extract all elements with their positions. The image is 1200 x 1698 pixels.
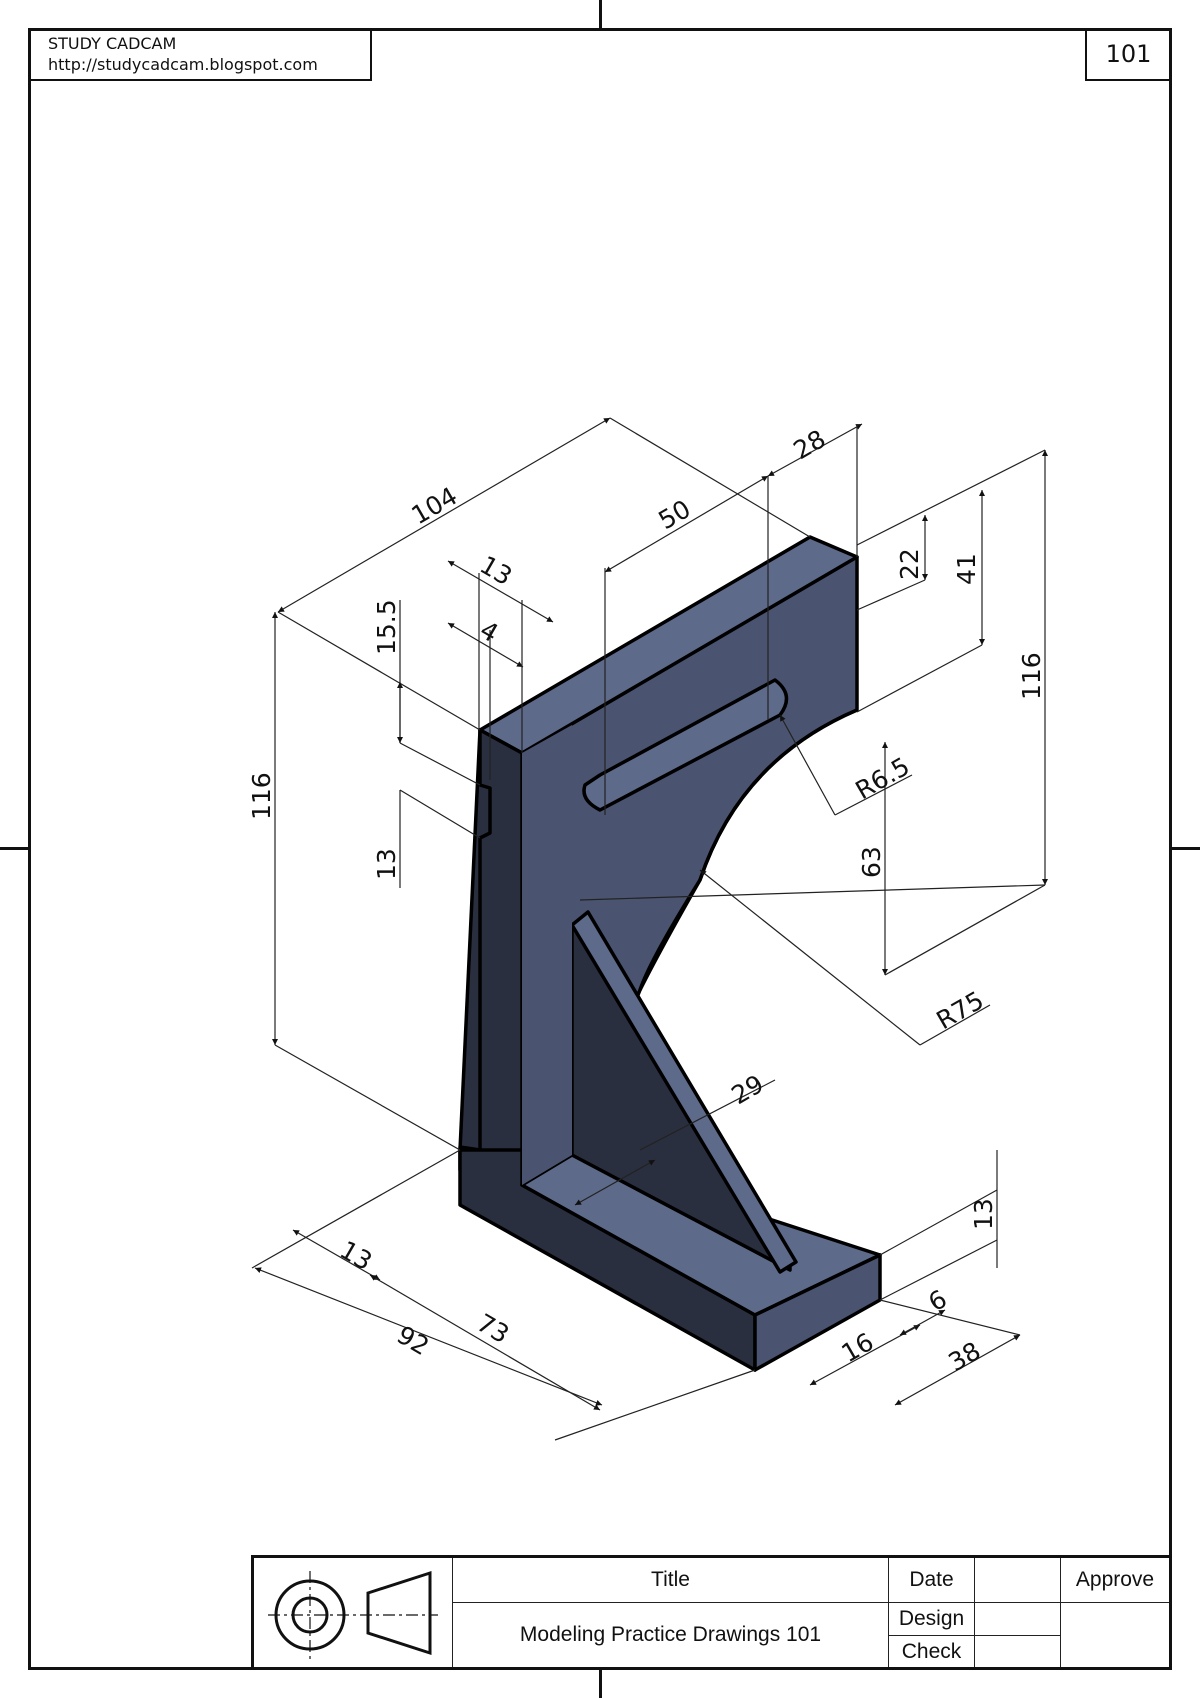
design-value-cell[interactable] — [975, 1603, 1061, 1636]
dim-22: 22 — [895, 548, 924, 580]
center-mark-bottom — [599, 1670, 602, 1698]
title-value-cell: Modeling Practice Drawings 101 — [453, 1603, 889, 1667]
dim-104: 104 — [407, 481, 463, 530]
dim-63: 63 — [857, 846, 886, 878]
dim-116-left: 116 — [247, 772, 276, 820]
arc-edge — [638, 708, 858, 991]
date-label-cell: Date — [889, 1558, 975, 1603]
title-label-cell: Title — [453, 1558, 889, 1603]
sheet-number-box: 101 — [1085, 28, 1172, 81]
dim-116-right: 116 — [1017, 652, 1046, 700]
brand-name: STUDY CADCAM — [48, 34, 177, 53]
projection-symbol-cell — [254, 1558, 453, 1667]
sheet-number: 101 — [1105, 40, 1152, 68]
title-block: Title Modeling Practice Drawings 101 Dat… — [251, 1555, 1172, 1670]
dim-41: 41 — [952, 553, 981, 585]
upright-inner-strip — [522, 725, 572, 1185]
check-value-cell[interactable] — [975, 1636, 1061, 1667]
dim-92: 92 — [392, 1320, 434, 1361]
slot — [582, 678, 789, 812]
dim-29: 29 — [727, 1069, 769, 1110]
title-label: Title — [651, 1568, 690, 1591]
dim-13-top: 13 — [475, 550, 517, 591]
approve-label: Approve — [1075, 1568, 1155, 1591]
dim-15-5: 15.5 — [372, 599, 401, 655]
design-label: Design — [898, 1607, 965, 1630]
dim-r75: R75 — [932, 985, 989, 1035]
dim-13-notch: 13 — [372, 848, 401, 880]
design-label-cell: Design — [889, 1603, 975, 1636]
rib-face — [570, 910, 798, 1274]
dim-13-base-step: 13 — [335, 1235, 377, 1276]
center-mark-top — [599, 0, 602, 28]
dim-38: 38 — [944, 1336, 986, 1377]
title-value: Modeling Practice Drawings 101 — [519, 1623, 822, 1646]
brand-url[interactable]: http://studycadcam.blogspot.com — [48, 55, 318, 74]
approve-label-cell: Approve — [1061, 1558, 1169, 1603]
dim-50: 50 — [654, 494, 696, 535]
first-angle-projection-icon — [268, 1570, 438, 1659]
center-mark-right — [1172, 847, 1200, 850]
check-label-cell: Check — [889, 1636, 975, 1667]
approve-value-cell[interactable] — [1061, 1603, 1169, 1667]
date-value-cell[interactable] — [975, 1558, 1061, 1603]
dim-73: 73 — [472, 1308, 514, 1349]
center-mark-left — [0, 847, 28, 850]
brand-box: STUDY CADCAM http://studycadcam.blogspot… — [28, 28, 372, 81]
dim-13-base: 13 — [969, 1198, 998, 1230]
date-label: Date — [909, 1568, 954, 1591]
dim-28: 28 — [789, 424, 831, 465]
part-body — [458, 535, 882, 1372]
dim-16: 16 — [837, 1327, 879, 1368]
dimension-lines — [251, 417, 1048, 1441]
dim-r6-5: R6.5 — [851, 752, 915, 806]
check-label: Check — [901, 1639, 962, 1663]
